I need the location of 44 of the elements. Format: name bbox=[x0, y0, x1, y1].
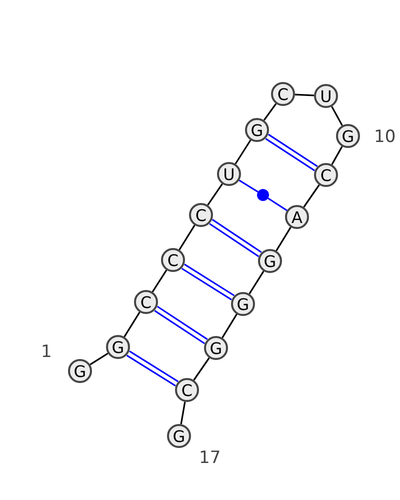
nucleotide-circle: G bbox=[167, 424, 191, 448]
nucleotide-circle: G bbox=[204, 336, 228, 360]
nucleotide-circle: G bbox=[258, 249, 282, 273]
base-pair-line bbox=[154, 306, 208, 344]
nucleotide-circle: A bbox=[285, 205, 309, 229]
backbone-line bbox=[124, 312, 140, 338]
nucleotide-circle: G bbox=[336, 124, 360, 148]
base-pair-line bbox=[238, 180, 258, 193]
backbone-line bbox=[303, 184, 320, 208]
nucleotide-circle: U bbox=[217, 162, 241, 186]
nucleotide-circle: G bbox=[68, 359, 92, 383]
nucleotide-circle: G bbox=[106, 335, 130, 359]
position-number: 10 bbox=[374, 127, 396, 147]
backbone-line bbox=[152, 270, 168, 292]
nucleotide-circle: C bbox=[175, 378, 199, 402]
position-number: 1 bbox=[41, 342, 52, 362]
base-pair-line bbox=[181, 263, 235, 301]
backbone-line bbox=[178, 224, 196, 250]
nucleotide-circle: C bbox=[271, 82, 295, 106]
nucleotide-circle: C bbox=[314, 163, 338, 187]
backbone-line bbox=[331, 106, 343, 126]
base-pair-line bbox=[208, 218, 262, 258]
backbone-line bbox=[263, 103, 277, 121]
backbone-line bbox=[90, 352, 108, 366]
position-number: 17 bbox=[199, 448, 221, 468]
backbone-line bbox=[180, 402, 186, 424]
nucleotide-circle: C bbox=[134, 290, 158, 314]
base-pair-line bbox=[268, 198, 288, 212]
backbone-line bbox=[331, 146, 343, 165]
backbone-line bbox=[193, 357, 210, 381]
backbone-line bbox=[248, 270, 264, 294]
nucleotide-circle: U bbox=[314, 84, 338, 108]
nucleotide-circle: C bbox=[189, 203, 213, 227]
nucleotide-circle: G bbox=[231, 292, 255, 316]
nucleotide-circle: G bbox=[245, 118, 269, 142]
backbone-line bbox=[222, 314, 238, 338]
pair-dot bbox=[257, 189, 269, 201]
backbone-line bbox=[207, 183, 223, 206]
backbone-line bbox=[234, 140, 252, 164]
nucleotide-circle: C bbox=[161, 248, 185, 272]
base-pair-line bbox=[264, 134, 318, 172]
backbone-line bbox=[294, 94, 314, 96]
backbone-line bbox=[276, 226, 292, 252]
base-pair-line bbox=[126, 350, 179, 387]
